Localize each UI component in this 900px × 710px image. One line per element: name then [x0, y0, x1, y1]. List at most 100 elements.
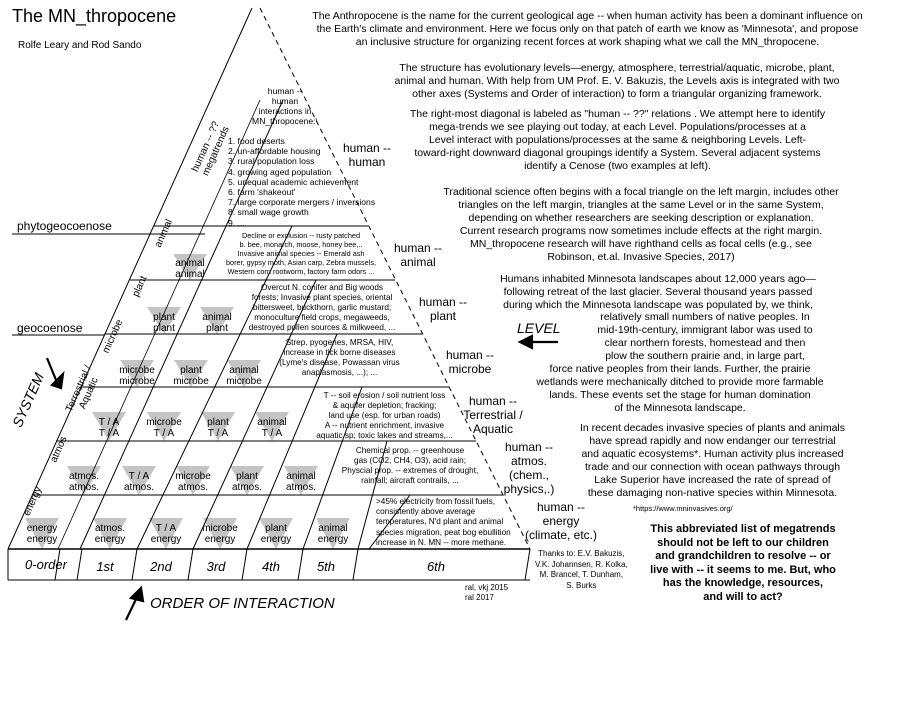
cell-energy: >45% electricity from fossil fuels, cons…: [376, 497, 511, 547]
level-microbe: human -- microbe: [445, 348, 495, 376]
system-arrow-head: [49, 370, 65, 390]
level-human: human -- human: [342, 141, 392, 169]
diagonal-line: [368, 494, 411, 550]
shaded-triangle: [255, 412, 289, 441]
shaded-triangle: [149, 518, 183, 549]
shaded-triangle: [176, 466, 210, 495]
order-6: 6th: [426, 559, 446, 574]
cell-plant: Overcut N. conifer and Big woods forests…: [248, 283, 396, 332]
order-5: 5th: [316, 559, 336, 574]
shaded-triangle: [203, 518, 237, 549]
cell-atmos: Chemical prop. -- greenhouse gas (CO2, C…: [341, 446, 479, 485]
phytogeocoenose-label: phytogeocoenose: [17, 219, 112, 233]
paragraph-invasive: In recent decades invasive species of pl…: [580, 422, 845, 499]
shaded-triangle: [174, 360, 208, 387]
paragraph-humans-2: relatively small numbers of native peopl…: [597, 311, 813, 362]
order-box-line: [241, 548, 248, 581]
closing-statement: This abbreviated list of megatrends shou…: [650, 523, 836, 603]
authors: Rolfe Leary and Rod Sando: [18, 40, 142, 51]
shaded-triangle: [259, 518, 293, 549]
cell-microbe: Strep. pyogenes, MRSA, HIV, increase in …: [279, 338, 400, 377]
thanks: Thanks to: E.V. Bakuzis, V.K. Johannsen,…: [535, 549, 628, 590]
shaded-triangle: [122, 466, 156, 495]
shaded-triangle: [200, 307, 234, 334]
level-arrow-head: [517, 334, 534, 350]
paragraph-humans-1: Humans inhabited Minnesota landscapes ab…: [500, 273, 816, 311]
order-1: 1st: [96, 559, 114, 574]
order-box-line: [352, 548, 359, 581]
right-diagonal: [259, 7, 531, 550]
level-plant: human -- plant: [418, 295, 468, 323]
shaded-triangle: [201, 412, 235, 441]
shaded-triangle: [230, 466, 264, 495]
left-edge: [7, 7, 253, 550]
level-atmos: human -- atmos. (chem., physics,.): [503, 440, 555, 496]
shaded-triangle: [25, 518, 59, 549]
level-axis-label: LEVEL: [517, 320, 561, 336]
diagonal-line: [357, 440, 388, 550]
page-title: The MN_thropocene: [12, 6, 177, 26]
level-ta: human -- Terrestrial / Aquatic: [463, 394, 523, 436]
paragraph-structure: The structure has evolutionary levels—en…: [394, 62, 840, 100]
paragraph-diagonal: The right-most diagonal is labeled as "h…: [409, 108, 826, 172]
diagonal-line: [302, 386, 363, 550]
paragraph-science: Traditional science often begins with a …: [443, 186, 839, 263]
paragraph-anthropocene: The Anthropocene is the name for the cur…: [312, 10, 863, 48]
diagonal-line: [136, 225, 293, 550]
shaded-triangle: [93, 518, 127, 549]
order-box-line: [76, 548, 83, 581]
order-2: 2nd: [150, 559, 172, 574]
order-box-line: [54, 548, 61, 581]
credit: ral, vkj 2015 ral 2017: [465, 583, 509, 602]
tri-r1-1: atmos.energy: [94, 523, 126, 545]
order-box-line: [524, 548, 531, 581]
diagonal-line: [192, 279, 317, 550]
level-energy: human -- energy (climate, etc.): [524, 500, 597, 542]
paragraph-humans-3: force native peoples from their lands. F…: [536, 363, 824, 414]
cell-human-list: 1. food deserts 2. un-affordable housing…: [228, 136, 376, 228]
order-box-line: [187, 548, 194, 581]
order-4: 4th: [261, 559, 281, 574]
order-axis-label: ORDER OF INTERACTION: [150, 595, 335, 612]
tri-r2-0: atmos.atmos.: [68, 471, 99, 493]
order-box-line: [131, 548, 138, 581]
cell-animal: Decline or exclusion -- rusty patched b.…: [225, 231, 377, 276]
cell-ta: T -- soil erosion / soil nutrient loss &…: [316, 391, 453, 440]
order-0: 0-order: [25, 557, 67, 572]
shaded-triangle: [147, 307, 181, 334]
footnote: *https://www.mninvasives.org/: [633, 504, 733, 513]
order-3: 3rd: [206, 559, 226, 574]
band-line: [57, 99, 261, 550]
shaded-triangle: [92, 412, 126, 441]
shaded-triangle: [227, 360, 261, 387]
shaded-triangle: [173, 254, 207, 280]
level-animal: human -- animal: [393, 241, 443, 269]
order-arrow-head: [128, 585, 145, 603]
shaded-triangle: [284, 466, 318, 495]
shaded-triangles: [25, 254, 350, 549]
shaded-triangle: [147, 412, 181, 441]
diagonal-line: [246, 333, 338, 550]
system-arrow: [45, 357, 58, 381]
cell-human-heading: human -- human interactions in MN_thropo…: [252, 86, 318, 126]
